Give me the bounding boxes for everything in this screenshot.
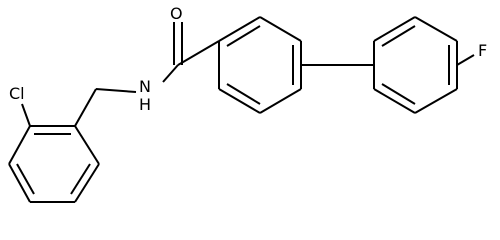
double-bond-inner bbox=[226, 83, 261, 105]
fluorine-label: F bbox=[478, 41, 487, 60]
bond bbox=[8, 125, 31, 165]
central-phenyl-ring bbox=[218, 16, 302, 114]
double-bond-inner bbox=[70, 163, 91, 195]
bond bbox=[414, 16, 458, 42]
double-bond-inner bbox=[16, 163, 35, 195]
chlorine-label: Cl bbox=[9, 84, 25, 103]
n-ch2-bond bbox=[95, 88, 137, 93]
ch2-aryl-bond bbox=[74, 88, 97, 127]
bond bbox=[414, 88, 458, 114]
fluorophenyl-ring bbox=[373, 16, 458, 114]
double-bond-inner bbox=[226, 25, 261, 47]
double-bond-inner bbox=[381, 25, 416, 47]
chlorophenyl-ring bbox=[8, 125, 100, 203]
c-cl-bond bbox=[21, 103, 31, 127]
oxygen-label: O bbox=[170, 4, 183, 23]
structure-diagram: O N H Cl F bbox=[8, 4, 487, 203]
nitrogen-label: N bbox=[139, 77, 151, 96]
bond bbox=[8, 163, 31, 203]
bond bbox=[218, 16, 261, 42]
bond bbox=[373, 16, 416, 42]
ring-carbonyl-bond bbox=[177, 40, 220, 66]
amide-c-n-bond bbox=[162, 64, 179, 83]
bond bbox=[218, 88, 261, 114]
double-bond-inner bbox=[381, 83, 416, 105]
bond bbox=[259, 16, 302, 42]
c-f-bond bbox=[456, 54, 475, 66]
bond bbox=[259, 88, 302, 114]
hydrogen-label: H bbox=[139, 95, 151, 114]
bond bbox=[373, 88, 416, 114]
bond bbox=[74, 163, 100, 203]
bond bbox=[74, 125, 100, 165]
